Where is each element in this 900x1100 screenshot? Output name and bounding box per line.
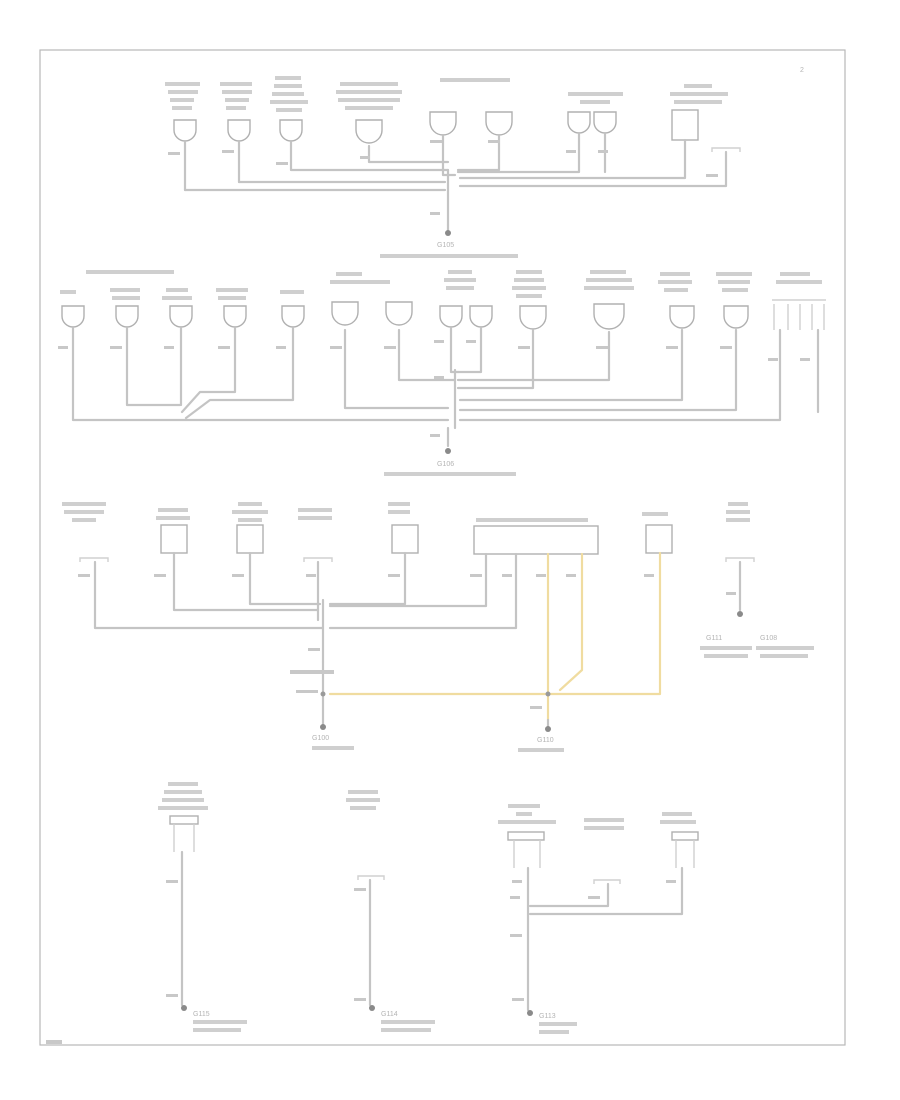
- ground-g105: G105: [380, 223, 518, 258]
- lamp-17: [593, 303, 625, 330]
- row3-wire-codes: [78, 574, 736, 709]
- ground-label: G108: [760, 635, 777, 642]
- ground-g115: G115: [181, 1005, 247, 1032]
- lamp-8: [61, 305, 85, 328]
- ground-label: G111: [706, 635, 722, 642]
- ground-label: G115: [193, 1011, 210, 1018]
- row3-drops: [93, 551, 742, 664]
- lamp-10: [169, 305, 193, 328]
- lamp-15b: [469, 305, 493, 328]
- component-labels-row3: [62, 502, 750, 522]
- ground-g110: G110: [518, 691, 564, 752]
- section-1: G105: [165, 76, 741, 258]
- section-4: G115 G114 G113: [158, 782, 699, 1034]
- ground-label: G105: [437, 242, 454, 249]
- ground-icon: [445, 448, 451, 454]
- lamp-13: [331, 301, 359, 326]
- ground-label: G100: [312, 735, 329, 742]
- ground-icon: [445, 230, 451, 236]
- row1-wire-codes: [168, 140, 718, 215]
- page-border: [39, 49, 846, 1046]
- ground-icon: [320, 724, 326, 730]
- lamp-1: [173, 119, 197, 142]
- ground-g108: G108: [756, 635, 814, 658]
- connector-3: [169, 815, 199, 852]
- ground-label: G110: [537, 737, 554, 744]
- lamp-3: [279, 119, 303, 142]
- ground-label: G106: [437, 461, 454, 468]
- row3-yellow-wires: [328, 551, 662, 722]
- lamp-7a: [567, 111, 591, 134]
- row4-wire-codes: [166, 880, 676, 1001]
- ground-icon: [737, 611, 743, 617]
- splice-node: [320, 691, 326, 697]
- switch-2: [79, 557, 109, 562]
- ground-icon: [545, 726, 551, 732]
- lamp-5: [429, 111, 457, 136]
- fuel-pump-relay: [645, 524, 673, 554]
- ground-g113: G113: [527, 1010, 577, 1034]
- ground-g114: G114: [369, 1005, 435, 1032]
- connector-4: [507, 831, 545, 868]
- lamp-12: [281, 305, 305, 328]
- ground-icon: [369, 1005, 375, 1011]
- ground-label: G114: [381, 1011, 398, 1018]
- row2-wire-codes: [58, 340, 810, 437]
- ground-g111: G111: [700, 611, 752, 658]
- control-module: [473, 525, 599, 555]
- connector-box-1: [671, 109, 699, 141]
- ground-g100: G100: [312, 691, 354, 750]
- lamp-19: [723, 305, 749, 329]
- lamp-18: [669, 305, 695, 329]
- row1-drops: [183, 132, 728, 227]
- ground-g106: G106: [384, 426, 516, 476]
- switch-3: [303, 557, 333, 562]
- component-labels-row2: [60, 270, 822, 300]
- component-labels-row1: [165, 76, 728, 112]
- switch-4: [725, 557, 755, 562]
- section-2: G106: [58, 270, 826, 476]
- page-number: 2: [800, 67, 804, 74]
- lamp-2: [227, 119, 251, 142]
- component-labels-row4: [158, 782, 696, 830]
- lamp-14: [385, 301, 413, 326]
- lamp-4: [355, 119, 383, 144]
- ground-label: G113: [539, 1013, 556, 1020]
- section-3: G100 G110 G111 G108: [62, 502, 814, 752]
- lamp-15a: [439, 305, 463, 328]
- lamp-11: [223, 305, 247, 328]
- row4-drops: [180, 850, 684, 1012]
- sensor-1: [160, 524, 188, 554]
- switch-1: [711, 147, 741, 152]
- switch-6: [593, 879, 621, 884]
- row2-drops: [71, 326, 820, 430]
- lamp-7b: [593, 111, 617, 134]
- splice-node: [545, 691, 551, 697]
- connector-box-2: [772, 299, 826, 330]
- switch-5: [357, 875, 385, 880]
- lamp-16: [519, 305, 547, 330]
- ground-icon: [527, 1010, 533, 1016]
- ground-icon: [181, 1005, 187, 1011]
- sensor-2: [236, 524, 264, 554]
- lamp-9: [115, 305, 139, 328]
- page-mark: [46, 1040, 62, 1044]
- lamp-6: [485, 111, 513, 136]
- connector-5: [671, 831, 699, 868]
- sensor-3: [391, 524, 419, 554]
